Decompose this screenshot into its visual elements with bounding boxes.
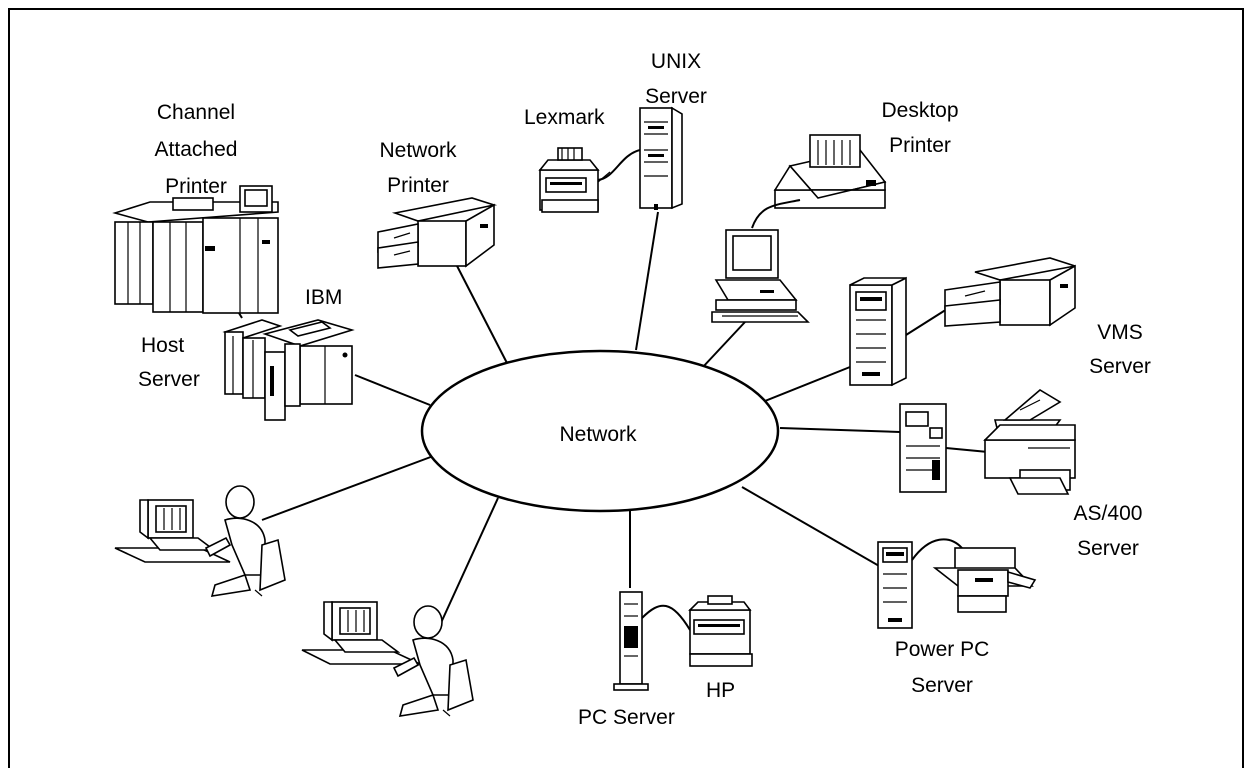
label-hp: HP (706, 679, 735, 702)
label-unix-server-2: Server (645, 85, 707, 108)
network-hub: Network (420, 349, 780, 513)
label-lexmark: Lexmark (524, 106, 605, 129)
label-channel-attached-printer: Channel Attached Printer (155, 101, 238, 198)
link-workstation-bottom (439, 497, 499, 626)
link-host-server (354, 374, 431, 406)
label-unix: UNIX (651, 50, 701, 73)
label-desktop: Desktop (881, 99, 958, 122)
unix-server-icon (639, 106, 683, 210)
label-power-pc-server-2: Server (911, 674, 973, 697)
label-attached: Attached (155, 138, 238, 161)
power-pc-printer-icon (932, 547, 1037, 613)
desktop-terminal-icon (711, 229, 810, 323)
label-printer: Printer (165, 175, 227, 198)
label-desktop-printer: Desktop Printer (881, 99, 958, 157)
as400-printer-cable (945, 447, 989, 453)
label-channel: Channel (157, 101, 235, 124)
label-network: Network (379, 139, 457, 162)
label-power-pc-server: Power PC Server (895, 638, 990, 697)
link-unix-server (635, 211, 659, 351)
network-ellipse (420, 349, 780, 513)
lexmark-printer-icon (538, 147, 611, 213)
workstation-bottom-icon (301, 601, 474, 717)
label-network-printer: Network Printer (379, 139, 457, 197)
workstation-left-icon (114, 485, 286, 597)
as400-server-icon (899, 403, 947, 493)
label-pc-server: PC Server (578, 706, 675, 729)
label-vms: VMS (1097, 321, 1143, 344)
label-host: Host (141, 334, 184, 357)
label-vms-server: VMS Server (1089, 321, 1151, 378)
hp-printer-icon (688, 595, 753, 667)
lexmark-cable (597, 149, 641, 181)
link-workstation-left (261, 454, 437, 521)
label-as400: AS/400 (1074, 502, 1143, 525)
link-vms-server (759, 366, 851, 404)
label-as400-server-2: Server (1077, 537, 1139, 560)
label-power-pc: Power PC (895, 638, 990, 661)
link-network-printer (454, 261, 509, 366)
power-pc-printer-cable (911, 538, 963, 561)
label-network-printer-2: Printer (387, 174, 449, 197)
label-host-server-2: Server (138, 368, 200, 391)
pc-server-icon (613, 591, 649, 691)
ibm-host-icon (222, 319, 355, 421)
label-vms-server-2: Server (1089, 355, 1151, 378)
link-power-pc-server (741, 486, 901, 579)
network-label: Network (559, 423, 637, 446)
channel-attached-printer-icon (112, 185, 279, 314)
link-desktop-terminal (701, 321, 746, 369)
vms-server-icon (849, 276, 907, 387)
label-ibm: IBM (305, 286, 342, 309)
as400-printer-icon (983, 389, 1076, 495)
label-as400-server: AS/400 Server (1074, 502, 1143, 560)
network-printer-icon (377, 197, 498, 269)
pc-printer-cable (641, 604, 691, 631)
desktop-printer-icon (773, 134, 887, 209)
link-as400-server (779, 427, 901, 433)
power-pc-server-icon (877, 541, 913, 629)
desktop-printer-cable (751, 199, 801, 229)
label-host-server: Host Server (138, 334, 200, 391)
label-unix-server: UNIX Server (645, 50, 707, 108)
diagram-frame (8, 8, 1244, 768)
label-desktop-printer-2: Printer (889, 134, 951, 157)
vms-printer-icon (944, 257, 1076, 327)
